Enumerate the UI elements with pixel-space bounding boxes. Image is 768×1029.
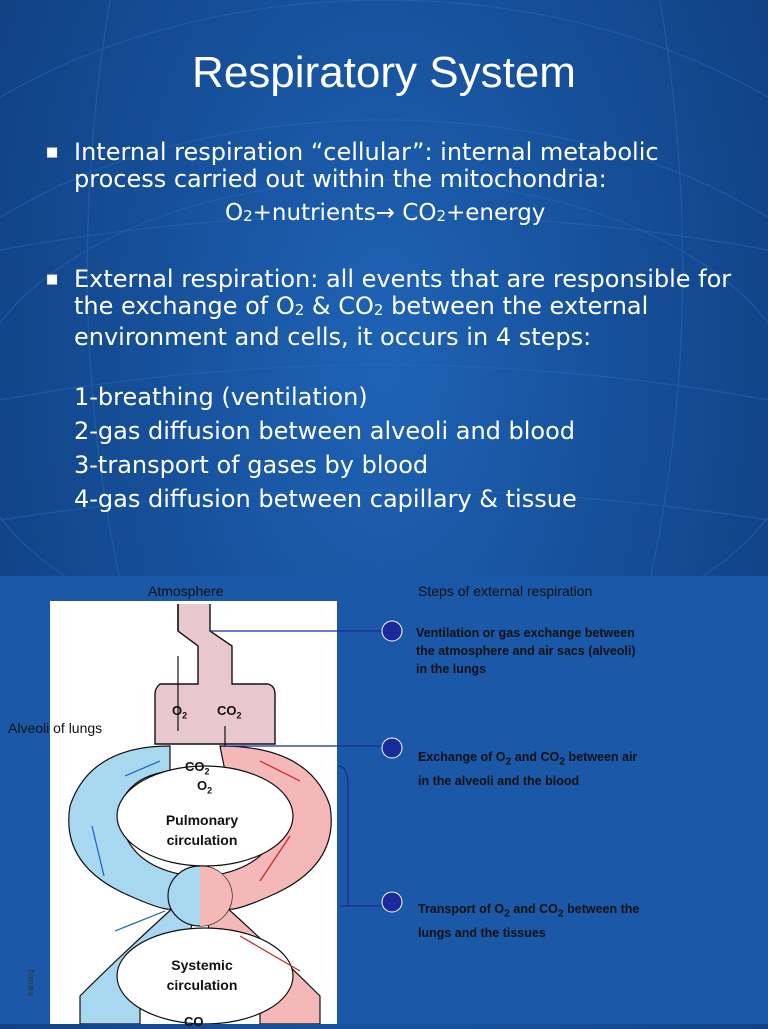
step3-description: Transport of O2 and CO2 between the lung… bbox=[418, 902, 640, 940]
bullet-square-icon: ■ bbox=[46, 272, 59, 287]
step-item: 3-transport of gases by blood bbox=[74, 451, 429, 479]
co2-blood-label: CO2 bbox=[185, 759, 210, 777]
o2-label: O2 bbox=[172, 703, 188, 721]
steps-list: 1-breathing (ventilation) 2-gas diffusio… bbox=[74, 380, 577, 516]
step2-description: Exchange of O2 and CO2 between air in th… bbox=[418, 750, 638, 788]
respiration-diagram bbox=[0, 576, 768, 1024]
arrow-icon: → bbox=[375, 200, 395, 226]
respiration-figure: Atmosphere Steps of external respiration… bbox=[0, 576, 768, 1029]
step-item: 4-gas diffusion between capillary & tiss… bbox=[74, 485, 577, 513]
bullet-square-icon: ■ bbox=[46, 145, 59, 160]
bullet-external-respiration: ■ External respiration: all events that … bbox=[46, 266, 746, 351]
respiration-formula: O2+nutrients→ CO2+energy bbox=[225, 200, 546, 226]
slide-title: Respiratory System bbox=[192, 48, 576, 97]
bullet-internal-respiration: ■ Internal respiration “cellular”: inter… bbox=[46, 139, 746, 193]
o2-blood-label: O2 bbox=[197, 778, 213, 796]
bullet-text: External respiration: all events that ar… bbox=[74, 265, 732, 351]
co2-bottom-label: CO bbox=[184, 1014, 204, 1029]
co2-label: CO2 bbox=[217, 703, 242, 721]
step-item: 1-breathing (ventilation) bbox=[74, 383, 368, 411]
step-item: 2-gas diffusion between alveoli and bloo… bbox=[74, 417, 576, 445]
bullet-text: Internal respiration “cellular”: interna… bbox=[74, 138, 659, 193]
steps-header: Steps of external respiration bbox=[418, 583, 593, 599]
figure-credit: earning bbox=[26, 969, 35, 996]
alveoli-label: Alveoli of lungs bbox=[8, 720, 103, 736]
atmosphere-label: Atmosphere bbox=[148, 583, 224, 599]
